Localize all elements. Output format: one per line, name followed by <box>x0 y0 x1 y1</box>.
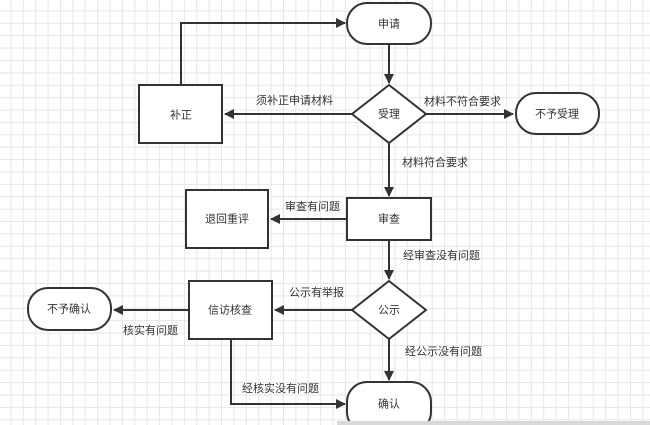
node-confirm[interactable]: 确认 <box>346 381 432 425</box>
node-publicity-label: 公示 <box>378 304 400 317</box>
node-supplement-label: 补正 <box>170 109 192 122</box>
edge-label-publicity-report: 公示有举报 <box>289 285 344 299</box>
node-review[interactable]: 审查 <box>346 197 432 241</box>
node-supplement[interactable]: 补正 <box>138 84 223 144</box>
node-reject-confirm-label: 不予确认 <box>47 303 91 316</box>
edge-label-review-problem: 审查有问题 <box>285 199 340 213</box>
node-reject-accept-label: 不予受理 <box>535 108 579 121</box>
edge-label-review-ok: 经审查没有问题 <box>403 248 480 262</box>
edge-label-publicity-ok: 经公示没有问题 <box>405 344 482 358</box>
edge-label-verified-ok: 经核实没有问题 <box>242 381 319 395</box>
node-accept[interactable]: 受理 <box>350 83 428 145</box>
edge-petition-to-confirm <box>230 339 346 409</box>
node-petition-check[interactable]: 信访核查 <box>188 280 273 340</box>
node-reject-accept[interactable]: 不予受理 <box>515 92 600 135</box>
node-apply[interactable]: 申请 <box>346 2 432 45</box>
node-review-label: 审查 <box>378 212 400 226</box>
node-return-review-label: 退回重评 <box>205 212 249 226</box>
node-reject-confirm[interactable]: 不予确认 <box>27 287 112 331</box>
node-accept-label: 受理 <box>378 108 400 121</box>
node-return-review[interactable]: 退回重评 <box>185 189 269 249</box>
edge-supplement-to-apply <box>180 18 346 85</box>
node-publicity[interactable]: 公示 <box>350 279 428 341</box>
edge-label-verified-problem: 核实有问题 <box>123 323 178 337</box>
bottom-scroll-edge <box>337 421 650 425</box>
edge-label-materials-ok: 材料符合要求 <box>402 155 468 169</box>
edge-label-materials-not-ok: 材料不符合要求 <box>424 94 501 108</box>
node-petition-check-label: 信访核查 <box>208 303 252 317</box>
node-confirm-label: 确认 <box>378 398 400 411</box>
node-apply-label: 申请 <box>378 18 400 31</box>
edge-label-need-supplement: 须补正申请材料 <box>256 93 333 107</box>
